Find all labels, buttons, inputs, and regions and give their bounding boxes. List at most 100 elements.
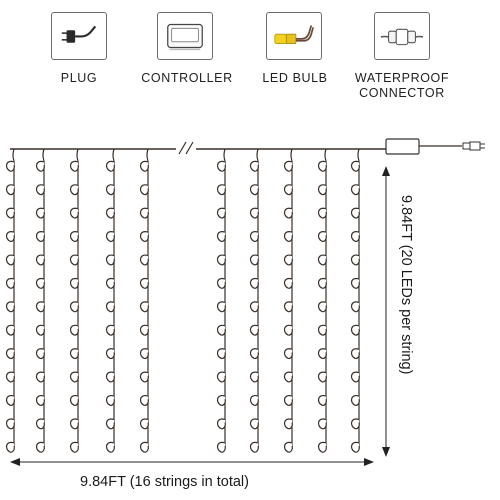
led-bulb: [35, 371, 45, 383]
led-bulb: [35, 277, 45, 289]
led-bulb: [105, 231, 115, 242]
led-bulb: [35, 441, 45, 453]
led-bulb: [5, 231, 15, 242]
led-bulb: [249, 324, 259, 336]
led-string: [216, 148, 226, 453]
led-bulb: [216, 254, 226, 266]
led-bulb: [317, 371, 327, 383]
led-bulb: [35, 231, 45, 242]
top-wire-group: [10, 138, 485, 155]
led-bulb: [283, 184, 293, 196]
led-bulb: [249, 231, 259, 242]
led-bulb: [69, 441, 79, 453]
led-bulb: [105, 371, 115, 383]
led-bulb: [317, 184, 327, 196]
led-bulb: [350, 394, 360, 406]
led-bulb: [317, 441, 327, 453]
led-string: [350, 148, 360, 453]
led-bulb: [5, 371, 15, 383]
led-bulb: [317, 301, 327, 313]
led-bulb: [283, 160, 293, 172]
led-bulb: [350, 231, 360, 242]
string-drop: [256, 148, 259, 162]
arrow-up-icon: [382, 166, 390, 176]
led-bulb: [69, 301, 79, 313]
led-bulb: [249, 277, 259, 289]
led-bulb: [139, 418, 149, 430]
led-bulb: [139, 394, 149, 406]
led-bulb: [105, 418, 115, 430]
led-bulb: [283, 254, 293, 266]
led-bulb: [317, 207, 327, 219]
led-string: [69, 148, 79, 453]
led-bulb: [216, 394, 226, 406]
led-bulb: [105, 207, 115, 219]
plug-icon-box: [51, 12, 107, 60]
led-bulb: [105, 394, 115, 406]
led-bulb: [249, 207, 259, 219]
led-bulb: [35, 301, 45, 313]
led-bulb: [139, 324, 149, 336]
led-strings-group: [5, 148, 360, 453]
led-bulb: [69, 348, 79, 360]
led-bulb: [69, 207, 79, 219]
led-bulb: [283, 418, 293, 430]
width-label: 9.84FT (16 strings in total): [80, 474, 249, 490]
led-bulb: [216, 231, 226, 242]
led-bulb: [283, 301, 293, 313]
led-bulb: [249, 160, 259, 172]
string-drop: [76, 148, 79, 162]
waterproof-label: WATERPROOF: [354, 71, 450, 85]
led-bulb: [283, 348, 293, 360]
led-bulb: [5, 184, 15, 196]
led-bulb: [350, 301, 360, 313]
led-bulb: [5, 348, 15, 360]
led-bulb: [249, 394, 259, 406]
string-drop: [223, 148, 226, 162]
led-bulb: [283, 231, 293, 242]
led-bulb: [249, 371, 259, 383]
led-bulb: [139, 231, 149, 242]
led-bulb: [350, 418, 360, 430]
led-bulb: [69, 394, 79, 406]
led-bulb: [35, 254, 45, 266]
controller-icon-box: [157, 12, 213, 60]
led-bulb: [69, 231, 79, 242]
wire-break-mark: [178, 141, 187, 155]
led-bulb: [35, 324, 45, 336]
led-bulb: [139, 254, 149, 266]
led-bulb: [317, 231, 327, 242]
led-bulb: [105, 441, 115, 453]
arrow-right-icon: [364, 458, 374, 466]
led-bulb: [35, 160, 45, 172]
led-bulb: [216, 184, 226, 196]
led-bulb: [317, 160, 327, 172]
led-bulb: [35, 394, 45, 406]
led-bulb: [5, 160, 15, 172]
led-bulb: [249, 301, 259, 313]
led-bulb: [283, 277, 293, 289]
led-bulb: [317, 348, 327, 360]
string-drop: [324, 148, 327, 162]
led-bulb: [216, 207, 226, 219]
led-bulb: [5, 418, 15, 430]
controller-icon: [167, 23, 203, 51]
led-bulb: [35, 207, 45, 219]
led-bulb: [139, 371, 149, 383]
led-bulb: [249, 418, 259, 430]
string-drop: [12, 148, 15, 162]
plug-body: [462, 142, 471, 150]
waterproof-connector-icon-box: [374, 12, 430, 60]
led-bulb: [105, 277, 115, 289]
led-bulb: [283, 441, 293, 453]
led-bulb: [5, 301, 15, 313]
led-bulb: [139, 277, 149, 289]
led-bulb: [69, 160, 79, 172]
led-bulb: [105, 184, 115, 196]
led-bulb: [350, 207, 360, 219]
led-bulb: [249, 441, 259, 453]
led-bulb: [216, 301, 226, 313]
led-bulb: [350, 324, 360, 336]
